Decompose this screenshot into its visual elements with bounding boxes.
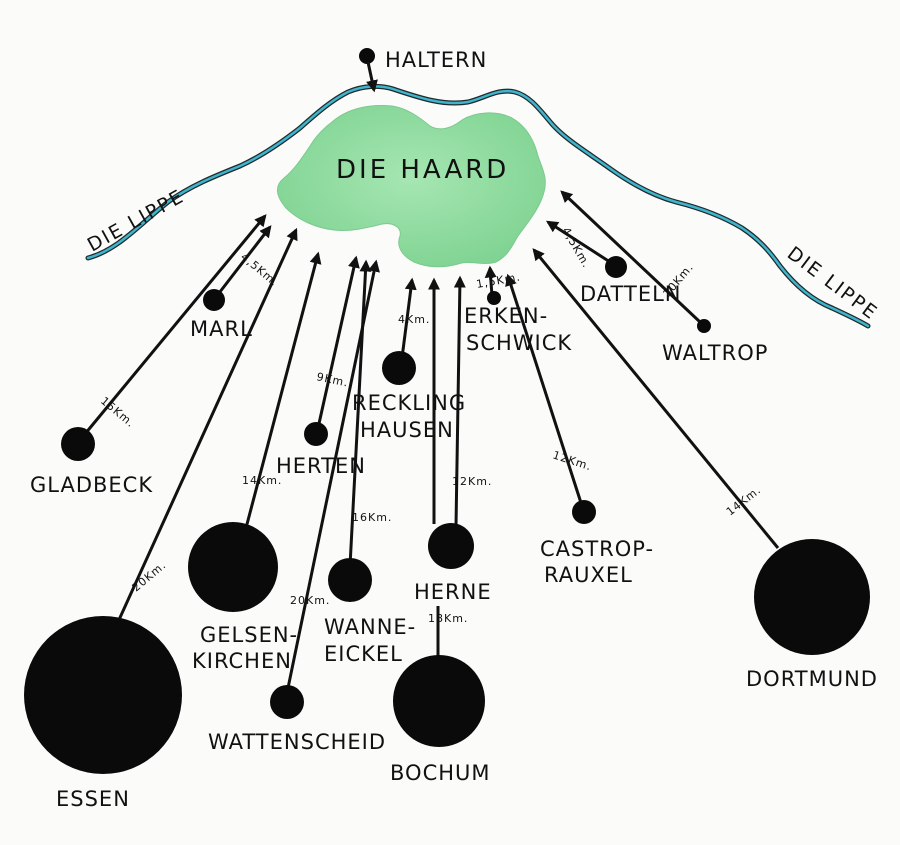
marl-dot bbox=[203, 289, 225, 311]
castrop-rauxel-label-1: CASTROP- bbox=[540, 537, 654, 561]
distance-erkenschwick: 1,5Km. bbox=[475, 270, 521, 291]
route-waltrop bbox=[560, 190, 702, 324]
wanne-eickel-label-1: WANNE- bbox=[324, 615, 416, 639]
town-labels: MARL GLADBECK HERTEN RECKLING HAUSEN ERK… bbox=[30, 282, 878, 811]
gelsenkirchen-dot bbox=[188, 522, 278, 612]
haltern-connector bbox=[366, 61, 378, 93]
distance-wattenscheid: 20Km. bbox=[290, 594, 330, 607]
distance-bochum: 18Km. bbox=[428, 612, 468, 625]
herne-dot bbox=[428, 523, 474, 569]
town-haltern: HALTERN bbox=[359, 48, 487, 93]
routes bbox=[78, 190, 780, 689]
haard-area bbox=[277, 105, 546, 268]
distance-recklinghausen: 4Km. bbox=[398, 313, 430, 326]
distance-castrop-rauxel: 12Km. bbox=[551, 448, 593, 473]
bochum-label: BOCHUM bbox=[390, 761, 491, 785]
wanne-eickel-dot bbox=[328, 558, 372, 602]
erkenschwick-label-1: ERKEN- bbox=[464, 304, 548, 328]
route-herne-b bbox=[453, 275, 466, 527]
distance-essen: 20Km. bbox=[130, 558, 169, 594]
recklinghausen-dot bbox=[382, 351, 416, 385]
distance-gelsenkirchen: 14Km. bbox=[242, 474, 282, 487]
route-essen bbox=[116, 227, 298, 623]
distance-marl: 4,5Km. bbox=[238, 250, 281, 289]
wanne-eickel-label-2: EICKEL bbox=[324, 642, 403, 666]
route-datteln bbox=[545, 220, 611, 264]
marl-label: MARL bbox=[190, 317, 253, 341]
route-castrop-rauxel bbox=[505, 273, 584, 507]
gladbeck-dot bbox=[61, 427, 95, 461]
castrop-rauxel-label-2: RAUXEL bbox=[544, 563, 633, 587]
erkenschwick-label-2: SCHWICK bbox=[466, 331, 572, 355]
river-label-west: DIE LIPPE bbox=[84, 185, 189, 256]
wattenscheid-dot bbox=[270, 685, 304, 719]
route-gladbeck bbox=[78, 214, 267, 441]
route-erkenschwick bbox=[484, 265, 497, 297]
recklinghausen-label-1: RECKLING bbox=[352, 391, 466, 415]
haard-region: DIE HAARD bbox=[277, 105, 546, 268]
herne-label: HERNE bbox=[414, 580, 492, 604]
gelsenkirchen-label-1: GELSEN- bbox=[200, 623, 298, 647]
route-gelsenkirchen bbox=[244, 251, 322, 529]
gelsenkirchen-label-2: KIRCHEN bbox=[192, 649, 292, 673]
waltrop-dot bbox=[697, 319, 711, 333]
waltrop-label: WALTROP bbox=[662, 341, 768, 365]
gladbeck-label: GLADBECK bbox=[30, 473, 153, 497]
datteln-label: DATTELN bbox=[580, 282, 682, 306]
towns bbox=[24, 256, 870, 774]
essen-dot bbox=[24, 616, 182, 774]
haltern-label: HALTERN bbox=[385, 48, 487, 72]
dortmund-label: DORTMUND bbox=[746, 667, 878, 691]
erkenschwick-dot bbox=[487, 291, 501, 305]
route-marl bbox=[214, 225, 272, 298]
route-dortmund bbox=[532, 248, 780, 549]
route-recklinghausen bbox=[400, 277, 417, 359]
route-herten bbox=[316, 255, 360, 429]
route-wanne-eickel bbox=[348, 259, 372, 567]
recklinghausen-label-2: HAUSEN bbox=[360, 418, 454, 442]
datteln-dot bbox=[605, 256, 627, 278]
haard-label: DIE HAARD bbox=[336, 155, 509, 185]
river-lippe-line bbox=[86, 85, 870, 328]
castrop-rauxel-dot bbox=[572, 500, 596, 524]
bochum-dot bbox=[393, 655, 485, 747]
haltern-dot bbox=[359, 48, 375, 64]
distance-herne: 12Km. bbox=[452, 475, 492, 488]
herten-dot bbox=[304, 422, 328, 446]
herten-label: HERTEN bbox=[276, 454, 366, 478]
distance-wanne-eickel: 16Km. bbox=[352, 511, 392, 524]
dortmund-dot bbox=[754, 539, 870, 655]
wattenscheid-label: WATTENSCHEID bbox=[208, 730, 386, 754]
essen-label: ESSEN bbox=[56, 787, 130, 811]
distance-herten: 9Km. bbox=[315, 370, 349, 389]
